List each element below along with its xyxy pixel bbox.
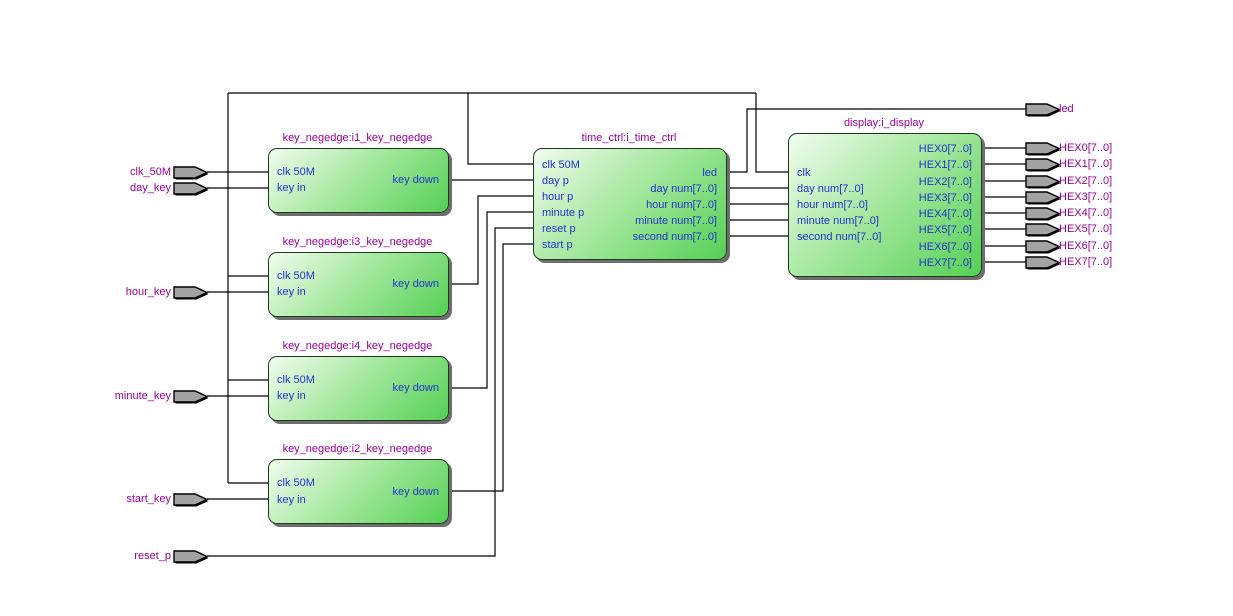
input-pin-label-day-key: day_key	[130, 181, 171, 194]
output-pin-icon-hex0[interactable]	[1025, 141, 1061, 156]
input-pin-icon-hour-key[interactable]	[173, 285, 209, 300]
port-tc-start-p: start p	[542, 238, 573, 251]
port-i4-key-down: key down	[392, 382, 439, 394]
port-dp-hex3: HEX3[7..0]	[918, 191, 972, 204]
output-pin-icon-hex3[interactable]	[1025, 190, 1061, 205]
port-i3-key-in: key in	[277, 286, 306, 298]
input-pin-label-hour-key: hour_key	[125, 285, 171, 298]
output-pin-icon-hex5[interactable]	[1025, 222, 1061, 237]
block-time-ctrl[interactable]: clk 50M day p hour p minute p reset p st…	[533, 148, 727, 260]
block-title-display: display:i_display	[843, 117, 925, 129]
port-i1-key-down: key down	[392, 174, 439, 186]
output-pin-label-hex7: HEX7[7..0]	[1059, 255, 1113, 268]
port-i3-clk-50m: clk 50M	[277, 270, 315, 282]
block-title-i3: key_negedge:i3_key_negedge	[282, 236, 433, 248]
port-tc-led: led	[702, 166, 717, 179]
port-dp-hex7: HEX7[7..0]	[918, 256, 972, 269]
output-pin-label-hex2: HEX2[7..0]	[1059, 174, 1113, 187]
output-pin-label-hex0: HEX0[7..0]	[1059, 141, 1113, 154]
port-dp-hex6: HEX6[7..0]	[918, 240, 972, 253]
port-i3-key-down: key down	[392, 278, 439, 290]
wire-led	[725, 108, 1026, 173]
port-i2-clk-50m: clk 50M	[277, 477, 315, 489]
port-dp-day-num: day num[7..0]	[797, 182, 864, 195]
output-pin-icon-hex2[interactable]	[1025, 174, 1061, 189]
input-pin-label-clk-50m: clk_50M	[130, 165, 171, 178]
block-display[interactable]: clk day num[7..0] hour num[7..0] minute …	[788, 133, 982, 277]
output-pin-label-hex5: HEX5[7..0]	[1059, 222, 1113, 235]
port-dp-hex5: HEX5[7..0]	[918, 223, 972, 236]
port-tc-hour-num: hour num[7..0]	[646, 198, 717, 211]
output-pin-icon-hex6[interactable]	[1025, 239, 1061, 254]
block-i4-key-negedge[interactable]: clk 50M key in key down	[268, 356, 449, 421]
port-tc-reset-p: reset p	[542, 222, 576, 235]
block-i2-key-negedge[interactable]: clk 50M key in key down	[268, 459, 449, 524]
input-pin-icon-minute-key[interactable]	[173, 389, 209, 404]
port-dp-minute-num: minute num[7..0]	[797, 214, 879, 227]
wire-clk-timectrl	[467, 93, 533, 165]
output-pin-label-hex4: HEX4[7..0]	[1059, 206, 1113, 219]
block-title-time-ctrl: time_ctrl:i_time_ctrl	[581, 132, 677, 144]
wire-i2-keydown	[447, 243, 533, 492]
input-pin-icon-start-key[interactable]	[173, 492, 209, 507]
port-dp-clk: clk	[797, 166, 811, 179]
port-dp-hex0: HEX0[7..0]	[918, 142, 972, 155]
port-tc-day-num: day num[7..0]	[650, 182, 717, 195]
input-pin-label-start-key: start_key	[126, 492, 171, 505]
port-dp-hex2: HEX2[7..0]	[918, 175, 972, 188]
block-title-i1: key_negedge:i1_key_negedge	[282, 132, 433, 144]
output-pin-label-led: led	[1059, 102, 1074, 115]
block-i3-key-negedge[interactable]: clk 50M key in key down	[268, 252, 449, 317]
input-pin-icon-day-key[interactable]	[173, 181, 209, 196]
output-pin-icon-hex4[interactable]	[1025, 206, 1061, 221]
port-tc-day-p: day p	[542, 174, 569, 187]
wire-reset-p	[207, 227, 533, 557]
port-tc-second-num: second num[7..0]	[632, 230, 717, 243]
input-pin-icon-clk-50m[interactable]	[173, 165, 209, 180]
wire-i3-keydown	[447, 195, 533, 285]
port-i1-clk-50m: clk 50M	[277, 166, 315, 178]
wire-i4-keydown	[447, 211, 533, 389]
wire-clk-display	[755, 93, 788, 173]
output-pin-icon-hex1[interactable]	[1025, 157, 1061, 172]
port-i1-key-in: key in	[277, 182, 306, 194]
block-title-i4: key_negedge:i4_key_negedge	[282, 340, 433, 352]
port-tc-hour-p: hour p	[542, 190, 574, 203]
output-pin-label-hex1: HEX1[7..0]	[1059, 157, 1113, 170]
input-pin-label-minute-key: minute_key	[114, 389, 171, 402]
port-dp-second-num: second num[7..0]	[797, 230, 882, 243]
output-pin-label-hex6: HEX6[7..0]	[1059, 239, 1113, 252]
port-tc-clk-50m: clk 50M	[542, 158, 580, 171]
block-i1-key-negedge[interactable]: clk 50M key in key down	[268, 148, 449, 213]
port-dp-hour-num: hour num[7..0]	[797, 198, 868, 211]
port-i2-key-down: key down	[392, 486, 439, 498]
port-tc-minute-p: minute p	[542, 206, 585, 219]
port-tc-minute-num: minute num[7..0]	[635, 214, 717, 227]
port-dp-hex4: HEX4[7..0]	[918, 207, 972, 220]
output-pin-label-hex3: HEX3[7..0]	[1059, 190, 1113, 203]
port-i2-key-in: key in	[277, 494, 306, 506]
block-title-i2: key_negedge:i2_key_negedge	[282, 443, 433, 455]
port-dp-hex1: HEX1[7..0]	[918, 158, 972, 171]
port-i4-key-in: key in	[277, 390, 306, 402]
input-pin-icon-reset-p[interactable]	[173, 549, 209, 564]
port-i4-clk-50m: clk 50M	[277, 374, 315, 386]
input-pin-label-reset-p: reset_p	[134, 549, 171, 562]
output-pin-icon-led[interactable]	[1025, 102, 1061, 117]
output-pin-icon-hex7[interactable]	[1025, 255, 1061, 270]
